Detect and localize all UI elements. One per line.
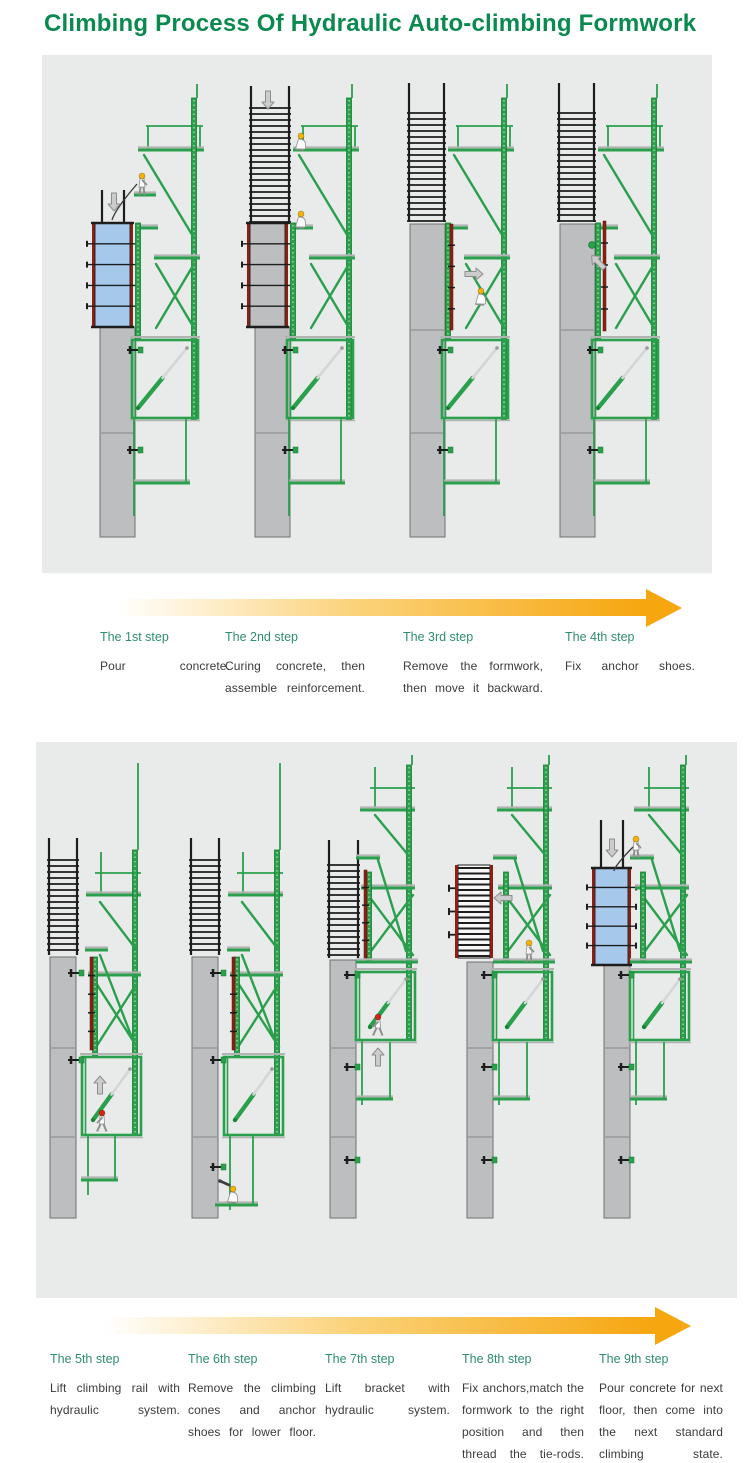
step-8-text: Fix anchors,match the formwork to the ri… xyxy=(462,1381,584,1461)
step-2-diagram xyxy=(241,84,359,538)
step-8-label: The 8th step xyxy=(462,1352,532,1366)
process-arrow-bottom-head-icon xyxy=(655,1307,691,1345)
step-4-text: Fix anchor shoes. xyxy=(565,659,695,673)
page-title: Climbing Process Of Hydraulic Auto-climb… xyxy=(44,10,697,37)
step-4-diagram xyxy=(557,83,664,538)
step-1-diagram xyxy=(86,84,204,538)
step-1-text: Pour concrete. xyxy=(100,659,230,673)
step-2-label: The 2nd step xyxy=(225,630,298,644)
step-6-caption: The 6th step Remove the climbing cones a… xyxy=(188,1352,316,1463)
step-6-text: Remove the climbing cones and anchor sho… xyxy=(188,1381,316,1439)
step-6-diagram xyxy=(189,763,285,1219)
step-7-diagram xyxy=(327,755,418,1219)
step-9-diagram xyxy=(586,755,692,1219)
process-arrow-bottom xyxy=(105,1317,655,1334)
step-2-caption: The 2nd step Curing concrete, then assem… xyxy=(225,630,365,721)
step-3-text: Remove the formwork, then move it backwa… xyxy=(403,659,543,695)
step-3-caption: The 3rd step Remove the formwork, then m… xyxy=(403,630,543,721)
step-4-label: The 4th step xyxy=(565,630,635,644)
step-3-label: The 3rd step xyxy=(403,630,474,644)
step-5-label: The 5th step xyxy=(50,1352,120,1366)
step-5-text: Lift climbing rail with hydraulic system… xyxy=(50,1381,180,1417)
step-1-caption: The 1st step Pour concrete. xyxy=(100,630,230,699)
step-5-caption: The 5th step Lift climbing rail with hyd… xyxy=(50,1352,180,1443)
step-8-diagram xyxy=(448,755,555,1219)
step-7-text: Lift bracket with hydraulic system. xyxy=(325,1381,450,1417)
step-9-caption: The 9th step Pour concrete for next floo… xyxy=(599,1352,723,1463)
step-2-text: Curing concrete, then assemble reinforce… xyxy=(225,659,365,695)
process-arrow-top xyxy=(118,599,646,616)
step-1-label: The 1st step xyxy=(100,630,169,644)
step-9-label: The 9th step xyxy=(599,1352,669,1366)
step-7-caption: The 7th step Lift bracket with hydraulic… xyxy=(325,1352,450,1443)
process-arrow-top-head-icon xyxy=(646,589,682,627)
step-7-label: The 7th step xyxy=(325,1352,395,1366)
step-9-text: Pour concrete for next floor, then come … xyxy=(599,1381,723,1461)
step-8-caption: The 8th step Fix anchors,match the formw… xyxy=(462,1352,584,1463)
step-3-diagram xyxy=(407,83,514,538)
step-6-label: The 6th step xyxy=(188,1352,258,1366)
step-4-caption: The 4th step Fix anchor shoes. xyxy=(565,630,695,699)
step-5-diagram xyxy=(47,763,143,1219)
